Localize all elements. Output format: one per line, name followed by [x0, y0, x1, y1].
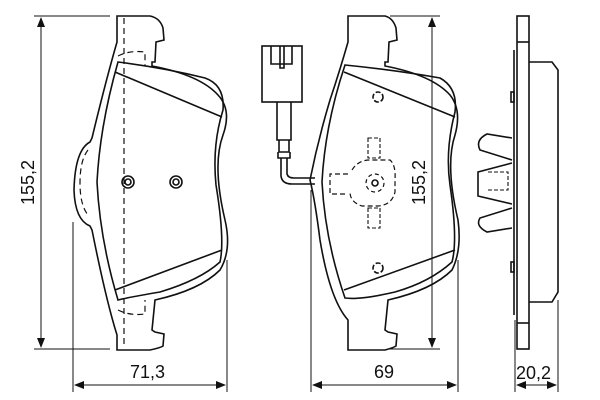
- side-dimensions: [514, 300, 559, 392]
- middle-width-label: 69: [374, 362, 394, 382]
- left-pad-view: [73, 15, 229, 351]
- middle-dimensions: [310, 15, 459, 392]
- middle-height-label: 155,2: [409, 160, 429, 205]
- middle-pad-view: [261, 15, 460, 351]
- left-width-label: 71,3: [130, 362, 165, 382]
- side-thickness-label: 20,2: [516, 363, 551, 383]
- left-height-label: 155,2: [18, 160, 38, 205]
- side-pad-view: [477, 15, 559, 350]
- left-dimensions: [34, 15, 228, 392]
